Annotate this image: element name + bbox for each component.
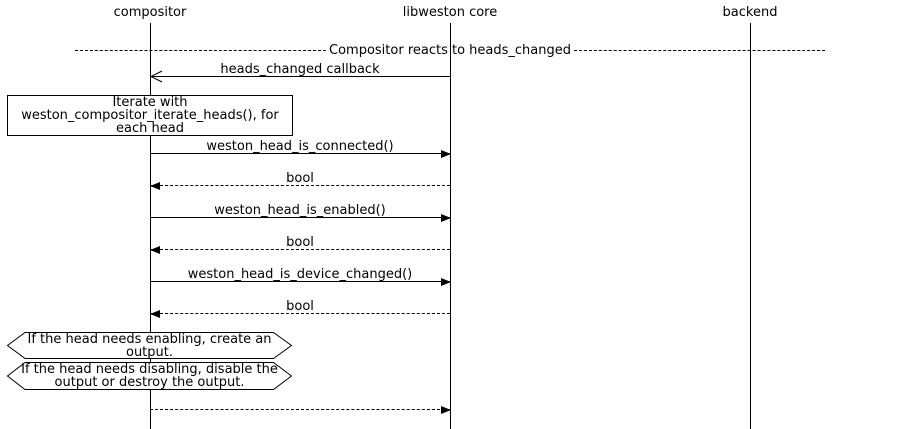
message-weston-head-is-connected: weston_head_is_connected() (150, 139, 451, 158)
message-label: weston_head_is_device_changed() (150, 267, 450, 282)
lifeline-libweston-core (450, 23, 451, 429)
hex-note-enabling: If the head needs enabling, create an ou… (7, 332, 292, 359)
filled-arrowhead-icon (441, 150, 451, 158)
lifeline-compositor (150, 23, 151, 429)
filled-arrowhead-icon (150, 310, 160, 318)
message-label: weston_head_is_connected() (150, 139, 450, 154)
message-final-return (150, 395, 451, 414)
message-label: bool (150, 235, 450, 250)
message-weston-head-is-enabled: weston_head_is_enabled() (150, 203, 451, 222)
message-label (150, 395, 450, 410)
section-divider: Compositor reacts to heads_changed (75, 43, 825, 58)
message-return-bool-device-changed: bool (150, 299, 450, 318)
filled-arrowhead-icon (441, 214, 451, 222)
participant-label-backend: backend (722, 5, 778, 20)
participant-label-libweston-core: libweston core (402, 5, 498, 20)
message-weston-head-is-device-changed: weston_head_is_device_changed() (150, 267, 451, 286)
hex-note-disabling: If the head needs disabling, disable the… (7, 362, 292, 390)
lifeline-backend (750, 23, 751, 429)
hexagon-shape (7, 362, 292, 390)
filled-arrowhead-icon (150, 246, 160, 254)
hex-note-text: If the head needs disabling, disable the… (21, 362, 278, 390)
message-return-bool-enabled: bool (150, 235, 450, 254)
divider-line-right (574, 50, 825, 51)
hex-note-text: If the head needs enabling, create an ou… (27, 331, 272, 360)
open-arrowhead-icon (150, 70, 163, 83)
message-label: bool (150, 299, 450, 314)
message-return-bool-connected: bool (150, 171, 450, 190)
filled-arrowhead-icon (441, 406, 451, 414)
note-iterate-heads: Iterate with weston_compositor_iterate_h… (7, 95, 293, 136)
participant-label-compositor: compositor (113, 5, 187, 20)
filled-arrowhead-icon (441, 278, 451, 286)
hexagon-shape (7, 332, 292, 359)
message-label: bool (150, 171, 450, 186)
message-label: weston_head_is_enabled() (150, 203, 450, 218)
divider-line-left (75, 50, 326, 51)
divider-label: Compositor reacts to heads_changed (329, 43, 571, 58)
filled-arrowhead-icon (150, 182, 160, 190)
message-heads-changed-callback: heads_changed callback (150, 62, 450, 83)
message-label: heads_changed callback (150, 62, 450, 77)
